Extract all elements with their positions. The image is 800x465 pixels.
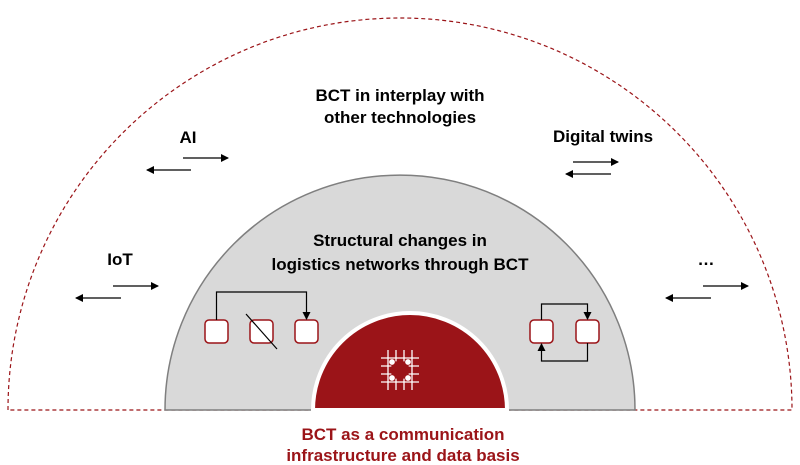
double-arrow-more <box>665 282 749 302</box>
core-caption-line1: BCT as a communication <box>301 425 504 444</box>
label-ai: AI <box>180 128 197 147</box>
middle-title-line2: logistics networks through BCT <box>272 255 530 274</box>
double-arrow-ai <box>146 154 229 174</box>
label-iot: IoT <box>107 250 133 269</box>
node-box <box>529 319 554 344</box>
circuit-chip-icon <box>381 350 419 390</box>
outer-dashed-semicircle <box>7 17 793 411</box>
loop-arrow-top <box>540 303 592 320</box>
label-digital-twins: Digital twins <box>553 127 653 146</box>
node-loop-right <box>529 303 600 362</box>
node-box <box>204 319 229 344</box>
outer-title-line1: BCT in interplay with <box>315 86 484 105</box>
bypass-arrow <box>215 291 311 320</box>
label-more: … <box>698 250 715 269</box>
double-arrow-iot <box>75 282 159 302</box>
outer-title-line2: other technologies <box>324 108 476 127</box>
node-box <box>294 319 319 344</box>
strike-line <box>245 313 278 350</box>
double-arrow-digital-twins <box>565 158 619 178</box>
node-box <box>575 319 600 344</box>
node-chain-left <box>204 291 319 350</box>
middle-gray-semicircle <box>164 174 636 411</box>
middle-title-line1: Structural changes in <box>313 231 487 250</box>
core-caption-line2: infrastructure and data basis <box>286 446 519 465</box>
loop-arrow-bottom <box>537 343 589 362</box>
